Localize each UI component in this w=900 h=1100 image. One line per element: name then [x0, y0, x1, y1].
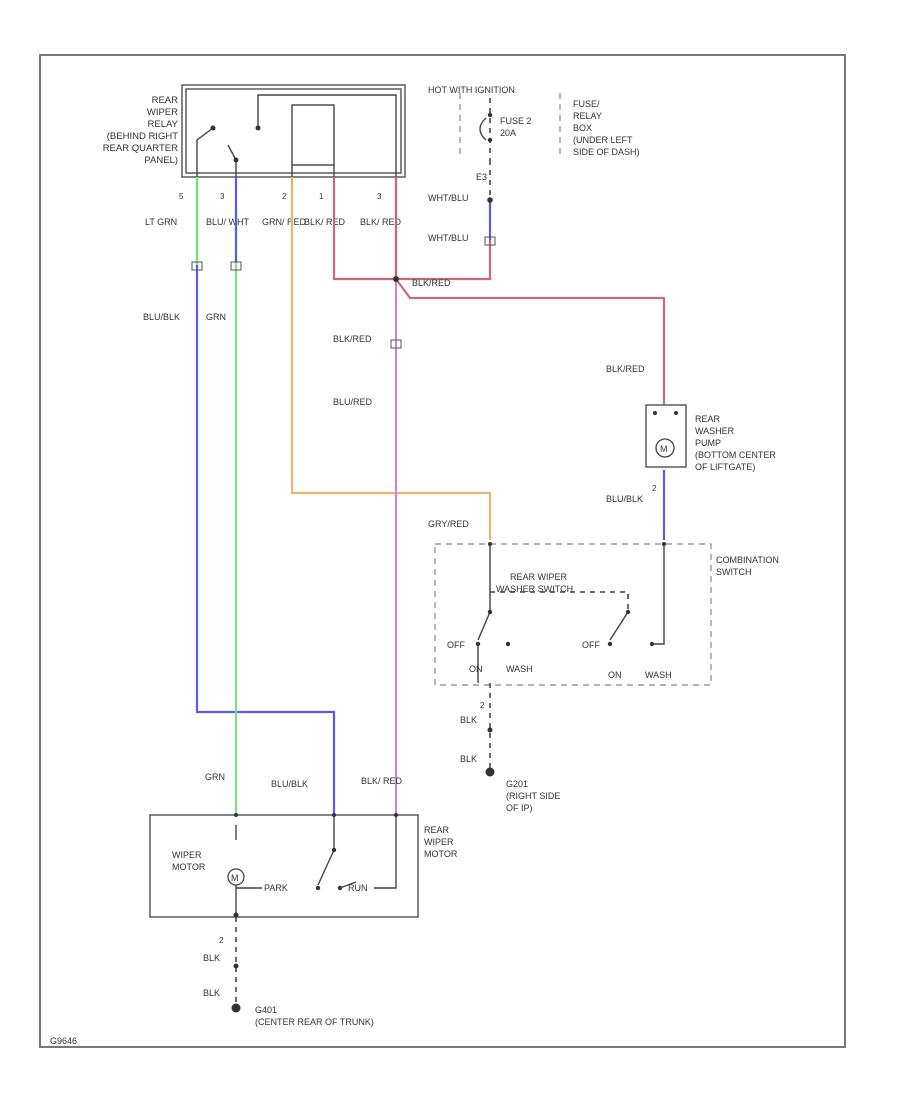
- relay-pin-3b: 3: [377, 192, 382, 201]
- relay-label-2: RELAY: [148, 119, 179, 130]
- label-blu-blk: BLU/BLK: [143, 312, 180, 322]
- svg-text:(BEHIND RIGHT: (BEHIND RIGHT: [107, 131, 178, 142]
- svg-text:REAR QUARTER: REAR QUARTER: [103, 143, 178, 154]
- fuse-box-label-3: (UNDER LEFT: [573, 135, 633, 145]
- g401-wire-1: BLK: [203, 953, 220, 963]
- fuse-connector: E3: [476, 172, 487, 182]
- relay-wire-blk-red-1: BLK/ RED: [304, 217, 346, 227]
- diagram-frame: [39, 54, 846, 1048]
- g201-label-1: (RIGHT SIDE: [506, 791, 560, 801]
- motor-label-1: WIPER: [424, 837, 454, 847]
- fuse-box-label-1: RELAY: [573, 111, 602, 121]
- motor-inner-1: MOTOR: [172, 862, 206, 872]
- relay-pin-3a: 3: [220, 192, 225, 201]
- fuse-hot-label: HOT WITH IGNITION: [428, 85, 515, 95]
- relay-wire-blk-red-2: BLK/ RED: [360, 217, 402, 227]
- fuse-joint-label: BLK/RED: [412, 278, 451, 288]
- label-blu-red: BLU/RED: [333, 397, 373, 407]
- switch-box-label-1: SWITCH: [716, 567, 752, 577]
- switch-title-0: REAR WIPER: [510, 572, 568, 582]
- switch-box-label-0: COMBINATION: [716, 555, 779, 565]
- switch-title-1: WASHER SWITCH: [496, 584, 573, 594]
- pump-label-1: WASHER: [695, 426, 735, 436]
- pump-symbol: M: [660, 444, 668, 454]
- wire-blk-red-feed: [332, 177, 492, 281]
- g401-wire-2: BLK: [203, 988, 220, 998]
- label-grn: GRN: [206, 312, 226, 322]
- svg-text:PANEL): PANEL): [144, 155, 178, 166]
- motor-inner-0: WIPER: [172, 850, 202, 860]
- wire-gry-red: [290, 177, 492, 540]
- fuse-label-0: FUSE 2: [500, 116, 532, 126]
- switch-off-2: OFF: [582, 640, 600, 650]
- g201-pin: 2: [480, 701, 485, 710]
- label-gry-red: GRY/RED: [428, 519, 469, 529]
- wire-blk-red-pump: [395, 278, 666, 405]
- g401-label-0: G401: [255, 1005, 277, 1015]
- switch-off-1: OFF: [447, 640, 465, 650]
- motor-park: PARK: [264, 883, 288, 893]
- ground-g201: 2 BLK BLK G201 (RIGHT SIDE OF IP): [460, 683, 560, 813]
- fuse-box-label-2: BOX: [573, 123, 592, 133]
- footer-code: G9646: [50, 1036, 77, 1046]
- wire-blu-blk: [195, 177, 336, 815]
- motor-wire-blk: BLK/ RED: [361, 776, 403, 786]
- rear-wiper-motor: GRN BLU/BLK BLK/ RED REAR WIPER MOTOR WI…: [149, 772, 458, 918]
- g201-label-2: OF IP): [506, 803, 533, 813]
- pump-pin: 2: [652, 484, 657, 493]
- relay-label-4: REAR QUARTER: [103, 143, 178, 154]
- switch-wash-1: WASH: [506, 664, 533, 674]
- g201-wire-1: BLK: [460, 715, 477, 725]
- svg-text:REAR: REAR: [152, 95, 179, 106]
- motor-run: RUN: [348, 883, 368, 893]
- relay-pin-2: 2: [282, 192, 287, 201]
- ground-g401: 2 BLK BLK G401 (CENTER REAR OF TRUNK): [203, 917, 374, 1027]
- relay-wire-blu-wht: BLU/ WHT: [206, 217, 250, 227]
- motor-label-2: MOTOR: [424, 849, 458, 859]
- fuse-wire-2: WHT/BLU: [428, 233, 469, 243]
- label-pump-out: BLU/BLK: [606, 494, 643, 504]
- motor-symbol: M: [231, 873, 239, 883]
- relay-label-3: (BEHIND RIGHT: [107, 131, 178, 142]
- fuse-label-1: 20A: [500, 128, 516, 138]
- pump-label-4: OF LIFTGATE): [695, 462, 755, 472]
- svg-text:WIPER: WIPER: [147, 107, 178, 118]
- g401-pin: 2: [219, 936, 224, 945]
- relay-wire-grn-red: GRN/ RED: [262, 217, 307, 227]
- combination-switch: COMBINATION SWITCH REAR WIPER WASHER SWI…: [434, 542, 779, 686]
- fuse-relay-box: HOT WITH IGNITION FUSE 2 20A FUSE/ RELAY…: [412, 85, 640, 288]
- rear-washer-pump: M REAR WASHER PUMP (BOTTOM CENTER OF LIF…: [645, 404, 776, 493]
- pump-label-2: PUMP: [695, 438, 721, 448]
- g201-label-0: G201: [506, 779, 528, 789]
- wire-harness: BLU/BLK GRN BLK/RED BLU/RED BLK/RED BLU/…: [143, 177, 666, 815]
- relay-label-0: REAR: [152, 95, 179, 106]
- fuse-wire-1: WHT/BLU: [428, 193, 469, 203]
- fuse-box-label-4: SIDE OF DASH): [573, 147, 640, 157]
- motor-wire-grn: GRN: [205, 772, 225, 782]
- relay-label-5: PANEL): [144, 155, 178, 166]
- label-pump-feed: BLK/RED: [606, 364, 645, 374]
- rear-wiper-relay: REAR WIPER RELAY (BEHIND RIGHT REAR QUAR…: [103, 84, 406, 227]
- switch-on-2: ON: [608, 670, 622, 680]
- relay-pin-1: 1: [319, 192, 324, 201]
- pump-label-3: (BOTTOM CENTER: [695, 450, 776, 460]
- pump-label-0: REAR: [695, 414, 721, 424]
- switch-on-1: ON: [469, 664, 483, 674]
- motor-wire-blu: BLU/BLK: [271, 779, 308, 789]
- svg-text:RELAY: RELAY: [148, 119, 179, 130]
- relay-pin-5: 5: [179, 192, 184, 201]
- relay-label-1: WIPER: [147, 107, 178, 118]
- g201-wire-2: BLK: [460, 754, 477, 764]
- motor-label-0: REAR: [424, 825, 450, 835]
- g401-label-1: (CENTER REAR OF TRUNK): [255, 1017, 374, 1027]
- fuse-box-label-0: FUSE/: [573, 99, 600, 109]
- switch-wash-2: WASH: [645, 670, 672, 680]
- relay-wire-lt-grn: LT GRN: [145, 217, 177, 227]
- label-blk-red-mid: BLK/RED: [333, 334, 372, 344]
